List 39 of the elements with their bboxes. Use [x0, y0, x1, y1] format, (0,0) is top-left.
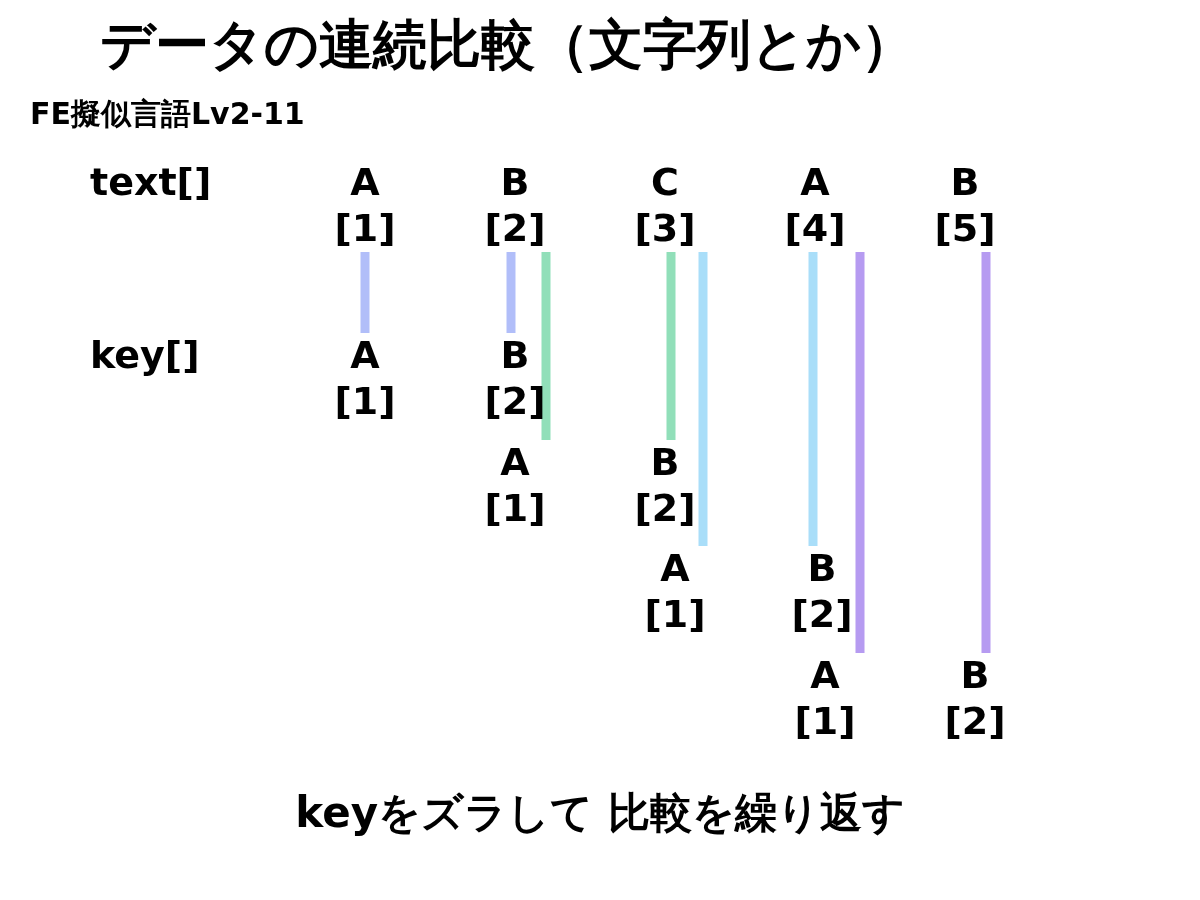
- element-index: [1]: [334, 205, 396, 252]
- element-index: [3]: [634, 205, 696, 252]
- comparison-bar: [541, 252, 551, 440]
- comparison-bar: [666, 252, 676, 440]
- element-index: [1]: [484, 485, 546, 532]
- element-value: B: [500, 333, 530, 377]
- element-value: B: [950, 160, 980, 204]
- element-value: B: [807, 546, 837, 590]
- comparison-bar: [360, 252, 370, 333]
- element-value: A: [350, 333, 380, 377]
- comparison-bar: [506, 252, 516, 333]
- element-value: B: [960, 653, 990, 697]
- element-index: [2]: [484, 205, 546, 252]
- element-value: B: [500, 160, 530, 204]
- array-name: key[]: [90, 332, 200, 379]
- element-index: [2]: [791, 591, 853, 638]
- element-index: [2]: [634, 485, 696, 532]
- comparison-bar: [808, 252, 818, 546]
- element-value: A: [800, 160, 830, 204]
- array-name: text[]: [90, 159, 212, 206]
- subtitle: FE擬似言語Lv2-11: [30, 95, 305, 133]
- element-index: [2]: [484, 378, 546, 425]
- element-index: [5]: [934, 205, 996, 252]
- element-index: [1]: [644, 591, 706, 638]
- element-value: A: [350, 160, 380, 204]
- caption: keyをズラして 比較を繰り返す: [294, 787, 906, 839]
- element-index: [4]: [784, 205, 846, 252]
- comparison-bar: [981, 252, 991, 653]
- element-value: C: [651, 160, 679, 204]
- element-index: [1]: [334, 378, 396, 425]
- title: データの連続比較（文字列とか）: [100, 12, 915, 78]
- element-index: [1]: [794, 698, 856, 745]
- element-index: [2]: [944, 698, 1006, 745]
- element-value: A: [500, 440, 530, 484]
- element-value: A: [660, 546, 690, 590]
- comparison-bar: [855, 252, 865, 653]
- element-value: B: [650, 440, 680, 484]
- comparison-bar: [698, 252, 708, 546]
- element-value: A: [810, 653, 840, 697]
